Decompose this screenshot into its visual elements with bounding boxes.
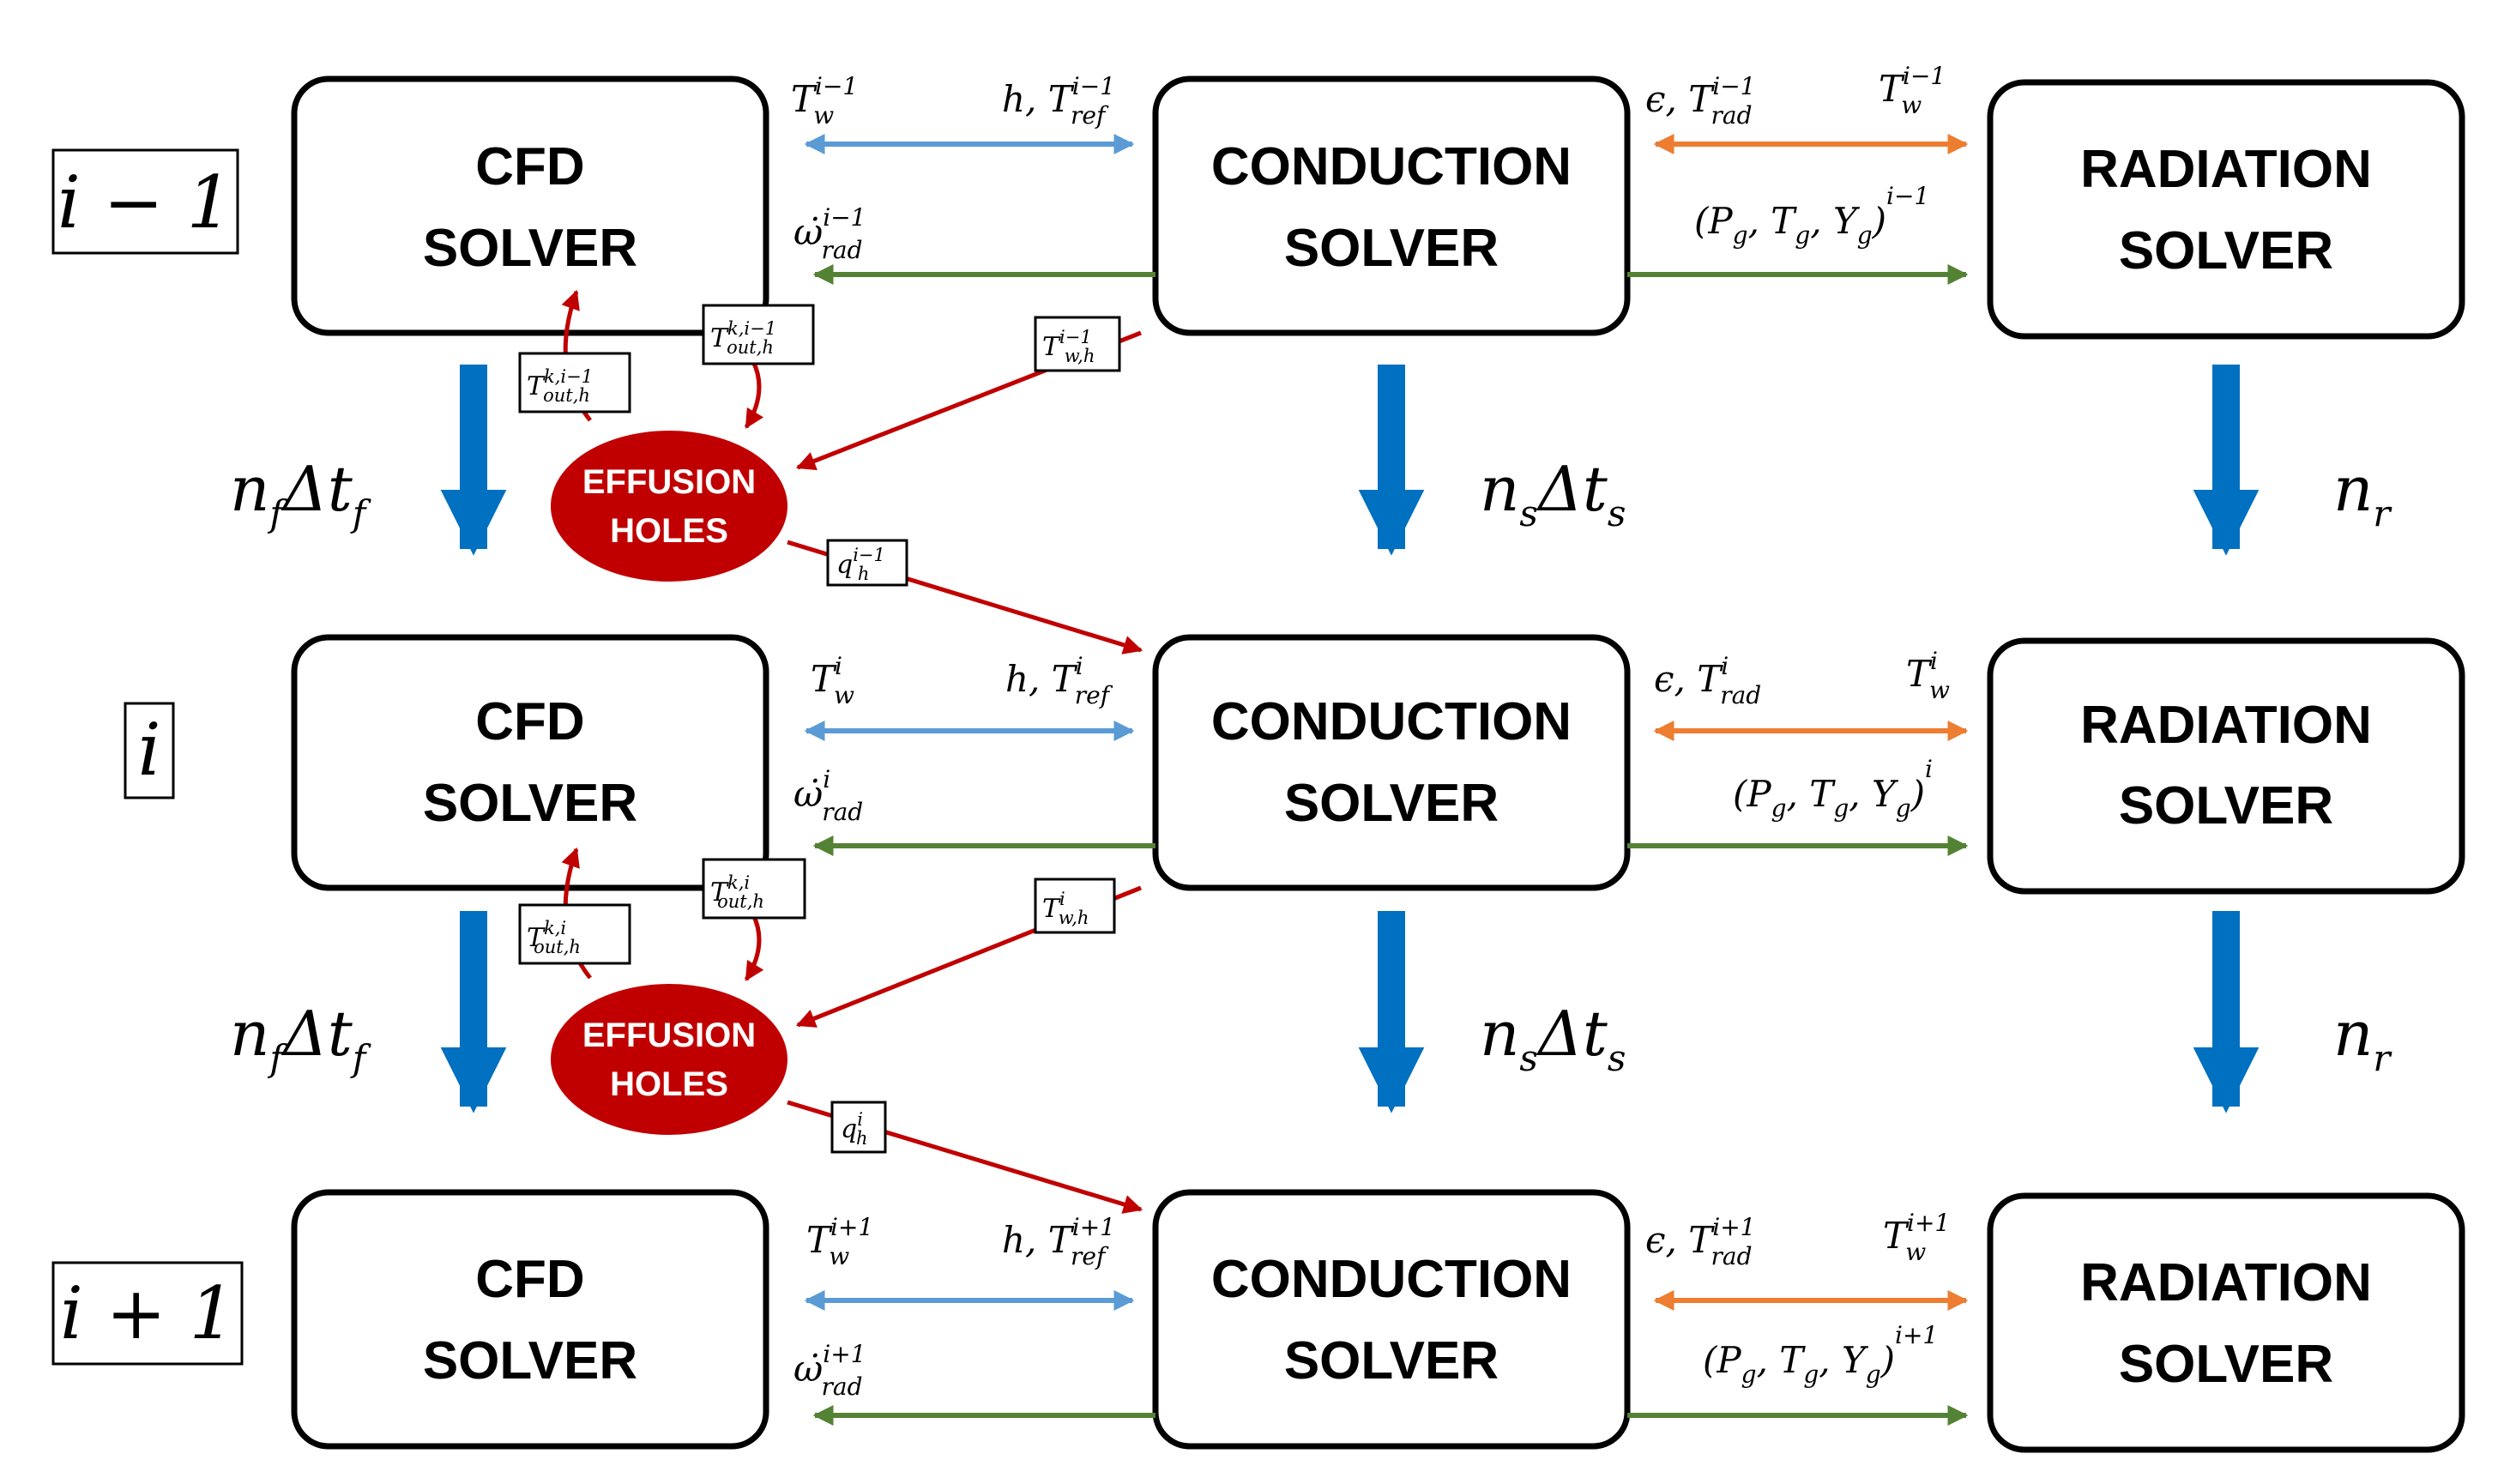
radiation-solver-box-current: RADIATION SOLVER	[1987, 637, 2465, 895]
svg-text:RADIATION: RADIATION	[2080, 1253, 2372, 1312]
conduction-solver-box-prev: CONDUCTION SOLVER	[1152, 75, 1631, 336]
gas-state-label-current: (Pg, Tg, Yg)i	[1733, 755, 1933, 823]
fluid-step-label-2: nfΔtf	[230, 998, 371, 1079]
fluid-step-label-1: nfΔtf	[230, 453, 371, 534]
svg-text:SOLVER: SOLVER	[1284, 219, 1499, 278]
radiation-solver-box-prev: RADIATION SOLVER	[1987, 79, 2465, 340]
cfd-solver-box-next: CFD SOLVER	[291, 1189, 769, 1450]
svg-text:SOLVER: SOLVER	[1284, 774, 1499, 833]
effusion-holes-1: EFFUSION HOLES	[551, 431, 787, 582]
effusion-holes-2: EFFUSION HOLES	[551, 984, 787, 1135]
svg-text:SOLVER: SOLVER	[423, 219, 637, 278]
svg-text:SOLVER: SOLVER	[2119, 221, 2333, 281]
svg-text:CONDUCTION: CONDUCTION	[1211, 692, 1572, 751]
iteration-label-current: i	[124, 702, 175, 799]
conduction-solver-box-next: CONDUCTION SOLVER	[1152, 1189, 1631, 1450]
cfd-solver-box-prev: CFD SOLVER	[291, 75, 769, 336]
radiation-solver-box-next: RADIATION SOLVER	[1987, 1192, 2465, 1453]
radiation-step-label-1: nr	[2333, 453, 2392, 534]
svg-text:i − 1: i − 1	[57, 160, 232, 244]
svg-text:HOLES: HOLES	[610, 512, 728, 550]
svg-text:EFFUSION: EFFUSION	[582, 463, 756, 501]
iteration-label-prev: i − 1	[51, 148, 239, 255]
gas-state-label-prev: (Pg, Tg, Yg)i−1	[1694, 182, 1929, 250]
svg-text:qih: qih	[841, 1109, 867, 1149]
radiation-step-label-2: nr	[2333, 998, 2392, 1079]
svg-text:SOLVER: SOLVER	[2119, 776, 2333, 836]
svg-text:RADIATION: RADIATION	[2080, 140, 2372, 199]
svg-text:CFD: CFD	[475, 137, 584, 196]
svg-text:CONDUCTION: CONDUCTION	[1211, 137, 1572, 196]
solid-step-label-2: nsΔts	[1480, 998, 1626, 1079]
svg-text:CFD: CFD	[475, 692, 584, 751]
svg-text:SOLVER: SOLVER	[1284, 1331, 1499, 1390]
svg-text:SOLVER: SOLVER	[2119, 1335, 2333, 1394]
svg-text:SOLVER: SOLVER	[423, 774, 637, 833]
iteration-label-next: i + 1	[51, 1261, 244, 1366]
svg-text:CFD: CFD	[475, 1250, 584, 1309]
svg-text:Ti−1w,h: Ti−1w,h	[1042, 327, 1095, 366]
svg-text:EFFUSION: EFFUSION	[582, 1016, 756, 1054]
gas-state-label-next: (Pg, Tg, Yg)i+1	[1703, 1321, 1938, 1389]
svg-text:HOLES: HOLES	[610, 1065, 728, 1103]
cfd-solver-box-current: CFD SOLVER	[291, 634, 769, 891]
svg-text:qi−1h: qi−1h	[836, 545, 885, 584]
svg-text:CONDUCTION: CONDUCTION	[1211, 1250, 1572, 1309]
svg-text:SOLVER: SOLVER	[423, 1331, 637, 1390]
conduction-solver-box-current: CONDUCTION SOLVER	[1152, 634, 1631, 891]
svg-text:i + 1: i + 1	[60, 1271, 235, 1355]
svg-text:RADIATION: RADIATION	[2080, 696, 2372, 755]
solid-step-label-1: nsΔts	[1480, 453, 1626, 534]
svg-text:Tiw,h: Tiw,h	[1042, 889, 1089, 928]
svg-text:i: i	[138, 708, 161, 792]
